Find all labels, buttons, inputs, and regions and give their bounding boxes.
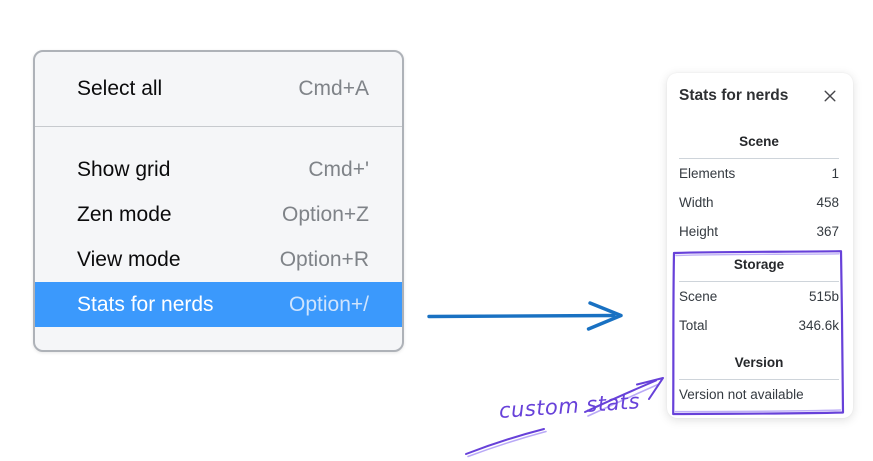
blue-arrow-annotation	[427, 301, 623, 331]
menu-item-shortcut: Option+Z	[282, 202, 369, 226]
menu-section-top: Select all Cmd+A	[35, 52, 402, 127]
menu-item-label: Zen mode	[77, 202, 172, 226]
stat-row-elements: Elements 1	[679, 159, 839, 188]
menu-item-shortcut: Cmd+A	[298, 77, 369, 100]
stat-value: 515b	[808, 289, 839, 304]
menu-item-label: Stats for nerds	[77, 292, 214, 316]
stats-panel-title: Stats for nerds	[679, 87, 789, 104]
close-icon	[824, 90, 836, 102]
version-note: Version not available	[679, 387, 804, 402]
stats-panel-header: Stats for nerds	[679, 86, 839, 106]
stat-value: 1	[831, 166, 839, 181]
menu-item-label: View mode	[77, 247, 181, 271]
stat-row-storage-total: Total 346.6k	[679, 311, 839, 340]
menu-item-view-mode[interactable]: View mode Option+R	[35, 237, 402, 282]
stat-label: Width	[679, 195, 714, 210]
menu-item-select-all[interactable]: Select all Cmd+A	[35, 52, 402, 126]
menu-item-label: Select all	[77, 77, 163, 100]
stat-row-height: Height 367	[679, 217, 839, 246]
custom-stats-annotation-label: custom stats	[498, 389, 641, 423]
stat-label: Total	[679, 318, 708, 333]
divider	[679, 158, 839, 159]
menu-item-stats-for-nerds[interactable]: Stats for nerds Option+/	[35, 282, 402, 327]
stats-panel: Stats for nerds Scene Elements 1 Width 4…	[667, 73, 853, 418]
stat-row-storage-scene: Scene 515b	[679, 282, 839, 311]
stat-label: Height	[679, 224, 719, 239]
close-button[interactable]	[821, 87, 839, 105]
stat-label: Scene	[679, 289, 718, 304]
menu-item-zen-mode[interactable]: Zen mode Option+Z	[35, 192, 402, 237]
menu-item-shortcut: Option+R	[279, 247, 369, 271]
stat-row-width: Width 458	[679, 188, 839, 217]
menu-item-label: Show grid	[77, 157, 171, 181]
stat-value: 458	[816, 195, 839, 210]
menu-item-shortcut: Cmd+'	[308, 157, 369, 181]
scene-section-heading: Scene	[739, 134, 779, 149]
stat-value: 367	[816, 224, 839, 239]
stat-value: 346.6k	[798, 318, 839, 333]
menu-item-show-grid[interactable]: Show grid Cmd+'	[35, 147, 402, 192]
version-section-heading: Version	[734, 355, 784, 370]
menu-section-bottom: Show grid Cmd+' Zen mode Option+Z View m…	[35, 127, 402, 347]
context-menu: Select all Cmd+A Show grid Cmd+' Zen mod…	[33, 50, 404, 352]
stat-label: Elements	[679, 166, 736, 181]
storage-section-heading: Storage	[733, 257, 785, 272]
menu-item-shortcut: Option+/	[289, 292, 369, 316]
